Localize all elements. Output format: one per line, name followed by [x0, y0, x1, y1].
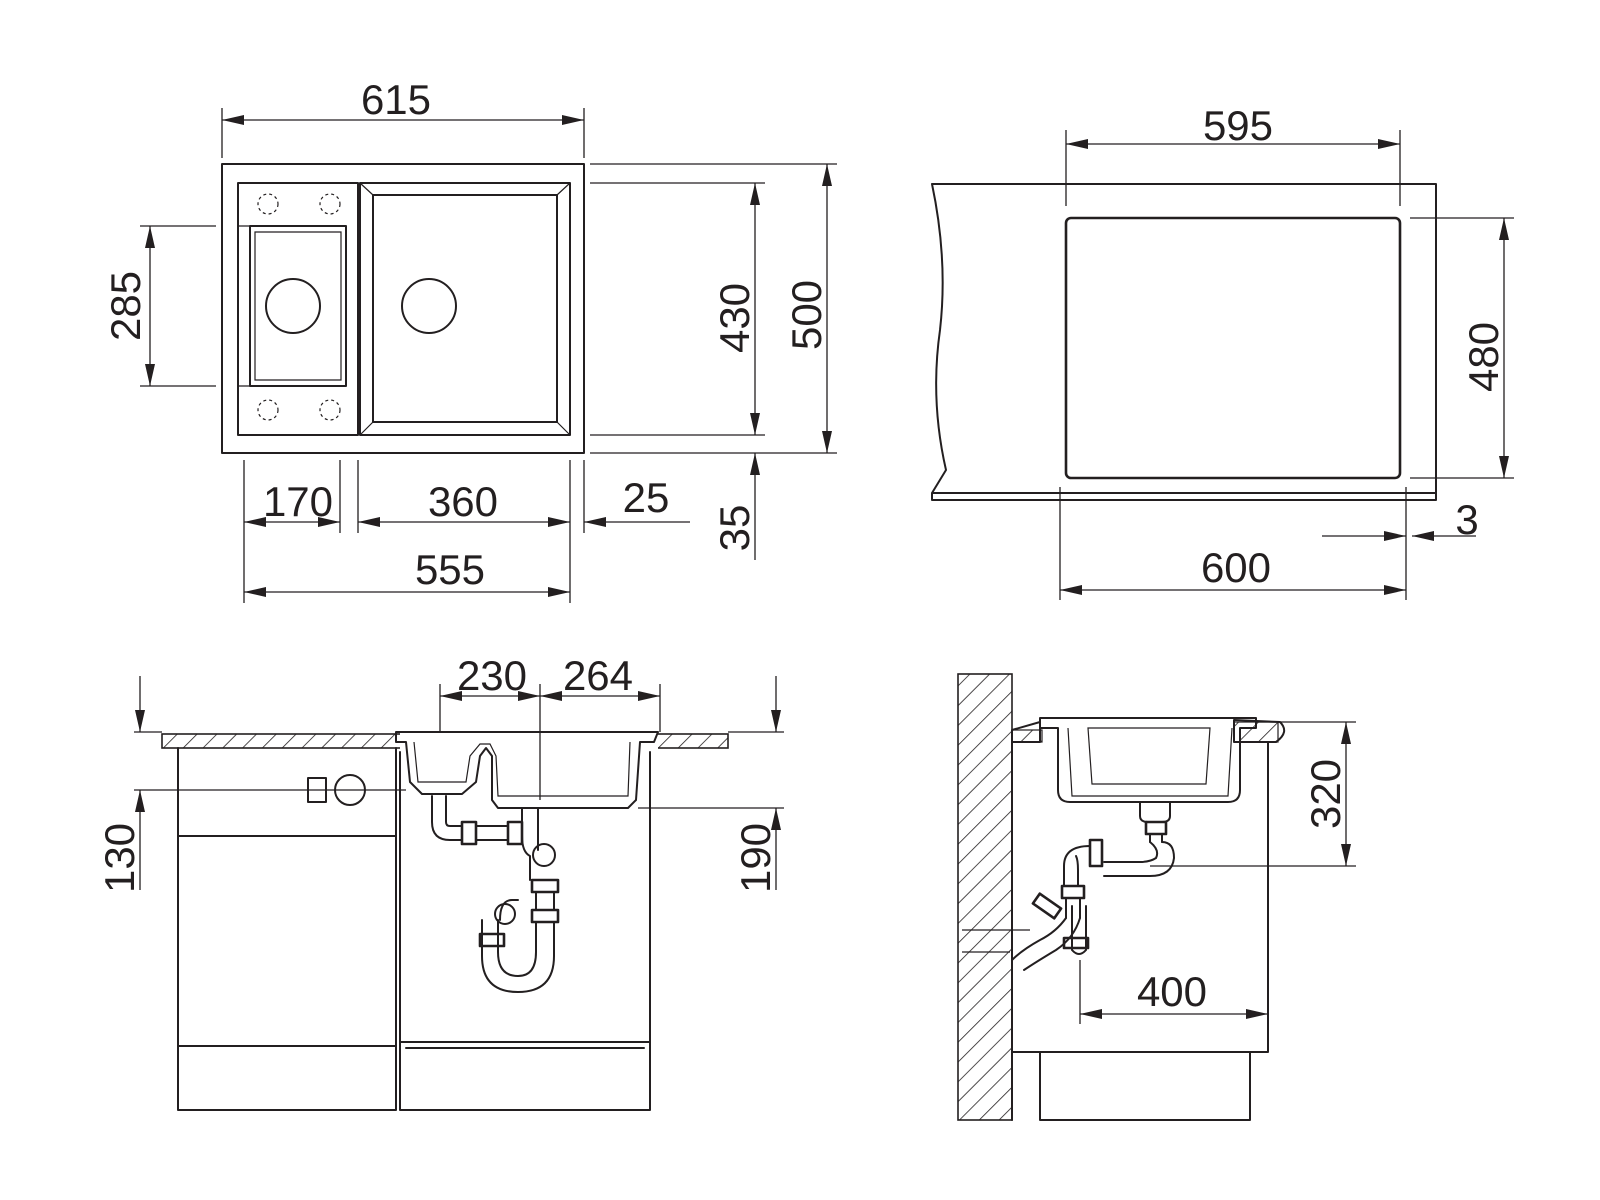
dim-overall-depth: 500	[783, 280, 830, 350]
pipe-nut	[478, 932, 506, 948]
worktop-outline	[931, 183, 1437, 501]
dim-wall-offset: 400	[1137, 968, 1207, 1015]
dim-drain-height-right: 190	[732, 823, 779, 893]
dim-drain-spacing-left: 230	[457, 652, 527, 699]
wall-section	[957, 673, 1013, 1121]
cabinet-right	[399, 751, 651, 1111]
dim-cutout-depth: 480	[1460, 322, 1507, 392]
small-bowl	[249, 225, 347, 387]
siphon-trap	[481, 919, 555, 993]
small-bowl-drain	[265, 278, 321, 334]
overflow-pipe	[431, 795, 463, 841]
dim-cabinet-width: 600	[1201, 544, 1271, 591]
dim-small-bowl-width: 170	[263, 478, 333, 525]
dim-small-bowl-height: 285	[102, 271, 149, 341]
dim-drain-spacing-right: 264	[563, 652, 633, 699]
pipe-nut	[1062, 936, 1090, 950]
pipe-nut	[530, 908, 560, 924]
pipe-nut	[530, 878, 560, 894]
sink-plan-view: 615 170 360 25 555 285 430 500 35	[102, 76, 837, 603]
tap-hole-marker	[319, 399, 341, 421]
dim-lower-gap: 35	[711, 505, 758, 552]
pipe-nut	[1088, 838, 1104, 868]
main-bowl-drain	[401, 278, 457, 334]
main-bowl	[372, 194, 558, 423]
pipe-nut	[1060, 884, 1086, 900]
front-elevation-view: 230 264 130 190	[96, 652, 784, 1111]
pipe-nut	[1144, 820, 1168, 836]
sink-section	[395, 731, 659, 809]
dim-sink-depth-side: 320	[1302, 759, 1349, 829]
tap-hole-marker	[257, 399, 279, 421]
pipe-nut	[1031, 892, 1063, 920]
dim-inner-total: 555	[415, 546, 485, 593]
dim-drain-height-left: 130	[96, 823, 143, 893]
dim-main-bowl-width: 360	[428, 478, 498, 525]
trap-joint	[532, 843, 556, 867]
tap-hole-marker	[319, 193, 341, 215]
tap-hole-marker	[257, 193, 279, 215]
side-sink-section	[1039, 717, 1257, 803]
main-bowl-frame	[359, 182, 571, 436]
side-cabinet	[1011, 741, 1269, 1121]
side-section-view: 320 400	[957, 673, 1356, 1121]
worktop-cutout-view: 595 480 600 3	[931, 102, 1514, 600]
dim-cutout-radius: 3	[1455, 496, 1478, 543]
dim-overall-width: 615	[361, 76, 431, 123]
small-bowl-frame	[237, 182, 359, 436]
dim-bowl-depth: 430	[711, 283, 758, 353]
sink-outer-rim	[221, 163, 585, 454]
dim-rim-offset: 25	[623, 474, 670, 521]
cabinet-left	[177, 747, 397, 1111]
pipe-nut	[460, 820, 478, 846]
cutout-rect	[1064, 216, 1402, 480]
pipe-nut	[506, 820, 524, 846]
dim-cutout-width: 595	[1203, 102, 1273, 149]
